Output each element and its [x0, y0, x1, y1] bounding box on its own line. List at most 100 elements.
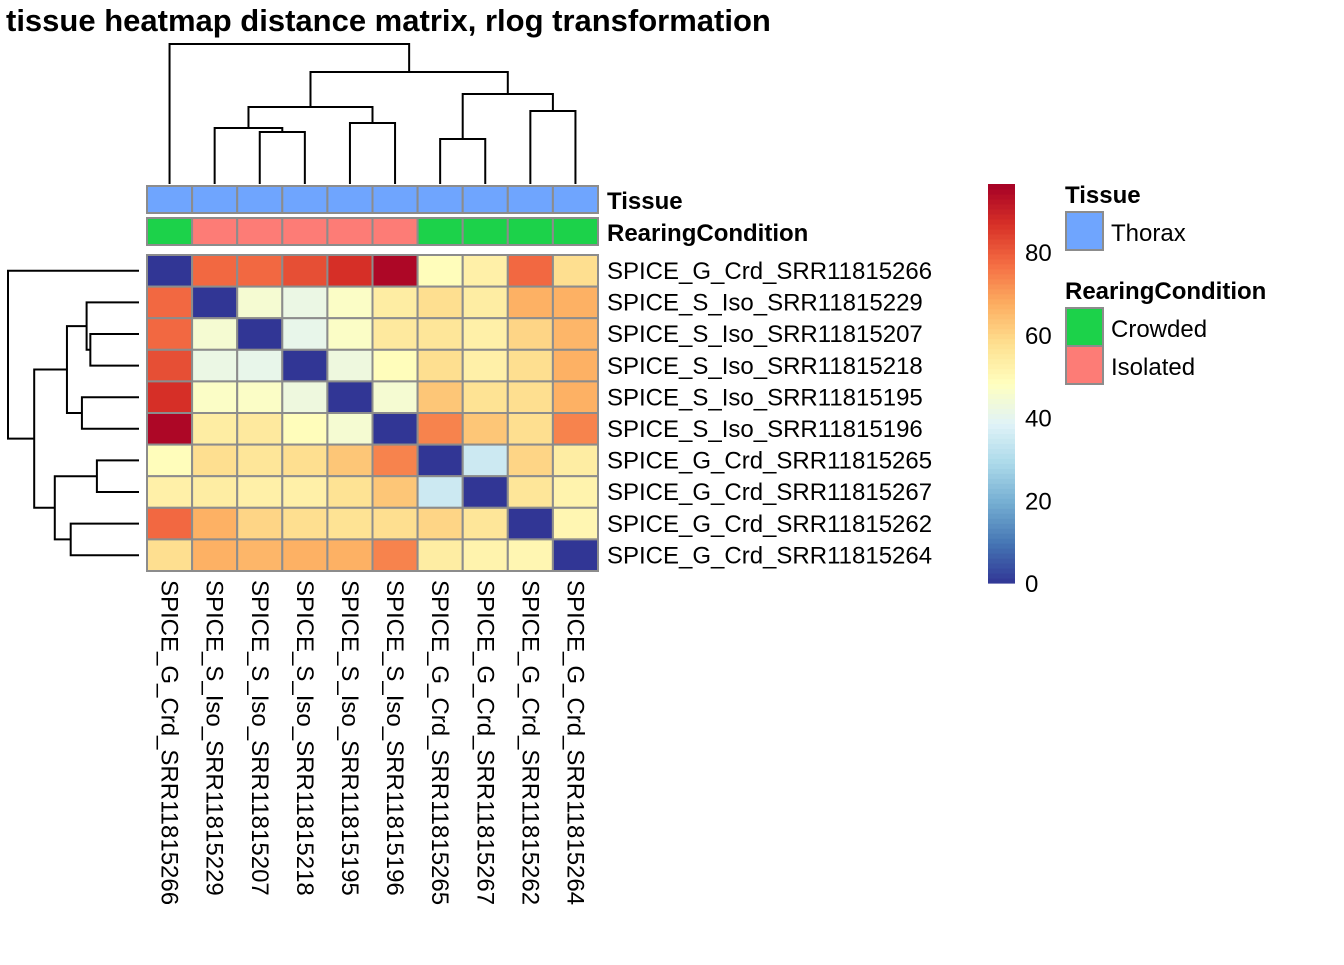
colorbar-segment — [988, 363, 1015, 370]
dendrograms — [7, 43, 577, 557]
row-label: SPICE_G_Crd_SRR11815266 — [607, 258, 932, 285]
heatmap-cell — [236, 506, 284, 541]
column-dendrogram-branch — [461, 93, 554, 139]
colorbar-segment — [988, 453, 1015, 459]
heatmap-cell — [416, 412, 464, 446]
annotation-cell — [326, 185, 374, 214]
colorbar-segment — [988, 558, 1015, 564]
legend-swatch — [1065, 211, 1104, 251]
colorbar-segment — [988, 218, 1015, 225]
colorbar-tick-label: 60 — [1025, 323, 1052, 350]
heatmap-cell — [461, 412, 509, 446]
colorbar-segment — [988, 238, 1015, 245]
colorbar-segment — [988, 538, 1015, 544]
heatmap-cell — [281, 506, 329, 541]
colorbar-segment — [988, 283, 1015, 290]
colorbar-segment — [988, 243, 1015, 250]
sample-labels: SPICE_G_Crd_SRR11815266SPICE_G_Crd_SRR11… — [156, 258, 933, 905]
colorbar-segment — [988, 468, 1015, 474]
colorbar-segment — [988, 548, 1015, 554]
row-dendrogram-branch — [69, 522, 139, 557]
heatmap-cell — [236, 380, 284, 414]
colorbar-segment — [988, 403, 1015, 410]
heatmap-cell — [371, 317, 419, 351]
annotation-cell — [506, 217, 554, 246]
heatmap-cell — [506, 443, 554, 478]
heatmap-cell — [146, 538, 194, 573]
row-label: SPICE_S_Iso_SRR11815207 — [607, 321, 923, 348]
colorbar-segment — [988, 253, 1015, 260]
heatmap-cell — [551, 538, 600, 573]
heatmap-cell — [236, 412, 284, 446]
colorbar-segment — [988, 373, 1015, 380]
colorbar-segment — [988, 348, 1015, 355]
colorbar-segment — [988, 268, 1015, 275]
heatmap-cell — [461, 443, 509, 478]
colorbar-segment — [988, 438, 1015, 444]
column-dendrogram-branch — [247, 106, 374, 128]
heatmap-cell — [326, 506, 374, 541]
chart-title: tissue heatmap distance matrix, rlog tra… — [6, 3, 771, 38]
annotation-cell — [146, 185, 194, 214]
colorbar-segment — [988, 308, 1015, 315]
colorbar-segment — [988, 343, 1015, 350]
annotation-cell — [236, 185, 284, 214]
heatmap-cell — [416, 348, 464, 383]
annotation-cell — [461, 217, 509, 246]
colorbar-segment — [988, 523, 1015, 529]
colorbar-segment — [988, 368, 1015, 375]
annotation-cell — [146, 217, 194, 246]
annotation-cell — [236, 217, 284, 246]
column-label: SPICE_S_Iso_SRR11815196 — [381, 580, 408, 896]
heatmap-cell — [191, 443, 239, 478]
colorbar-segment — [988, 578, 1015, 584]
colorbar-segment — [988, 338, 1015, 345]
row-dendrogram-branch — [95, 459, 139, 493]
heatmap-cell — [236, 443, 284, 478]
column-label: SPICE_G_Crd_SRR11815266 — [156, 580, 183, 905]
colorbar-segment — [988, 563, 1015, 569]
column-label: SPICE_G_Crd_SRR11815262 — [516, 580, 543, 905]
annotation-cell — [551, 217, 600, 246]
heatmap-cell — [146, 412, 194, 446]
heatmap-cell — [191, 317, 239, 351]
colorbar-tick-label: 20 — [1025, 488, 1052, 515]
heatmap-cell — [371, 506, 419, 541]
colorbar-segment — [988, 193, 1015, 200]
colorbar-segment — [988, 298, 1015, 305]
heatmap-cell — [281, 348, 329, 383]
heatmap-cell — [551, 380, 600, 414]
colorbar-segment — [988, 198, 1015, 205]
heatmap-cell — [371, 475, 419, 509]
heatmap-cell — [236, 538, 284, 573]
heatmap-cell — [281, 317, 329, 351]
colorbar-segment — [988, 423, 1015, 429]
heatmap-cell — [551, 348, 600, 383]
colorbar-segment — [988, 203, 1015, 210]
column-dendrogram-branch — [529, 110, 577, 184]
heatmap-cell — [416, 443, 464, 478]
colorbar-segment — [988, 458, 1015, 464]
legend-label: Isolated — [1111, 354, 1195, 381]
heatmap-cell — [416, 380, 464, 414]
heatmap-cell — [461, 254, 509, 288]
heatmap-cell — [191, 475, 239, 509]
colorbar-segment — [988, 493, 1015, 499]
colorbar-segment — [988, 378, 1015, 385]
colorbar-segment — [988, 288, 1015, 295]
colorbar-segment — [988, 568, 1015, 574]
column-label: SPICE_S_Iso_SRR11815229 — [201, 580, 228, 896]
row-label: SPICE_G_Crd_SRR11815265 — [607, 448, 932, 475]
colorbar-segment — [988, 358, 1015, 365]
row-dendrogram-branch — [85, 301, 139, 351]
heatmap-cell — [146, 317, 194, 351]
heatmap-cell — [416, 285, 464, 320]
colorbar-segment — [988, 208, 1015, 215]
legend-swatch — [1065, 345, 1104, 385]
colorbar-segment — [988, 293, 1015, 300]
colorbar-segment — [988, 318, 1015, 325]
colorbar-segment — [988, 543, 1015, 549]
heatmap-cell — [146, 380, 194, 414]
heatmap-cell — [326, 538, 374, 573]
